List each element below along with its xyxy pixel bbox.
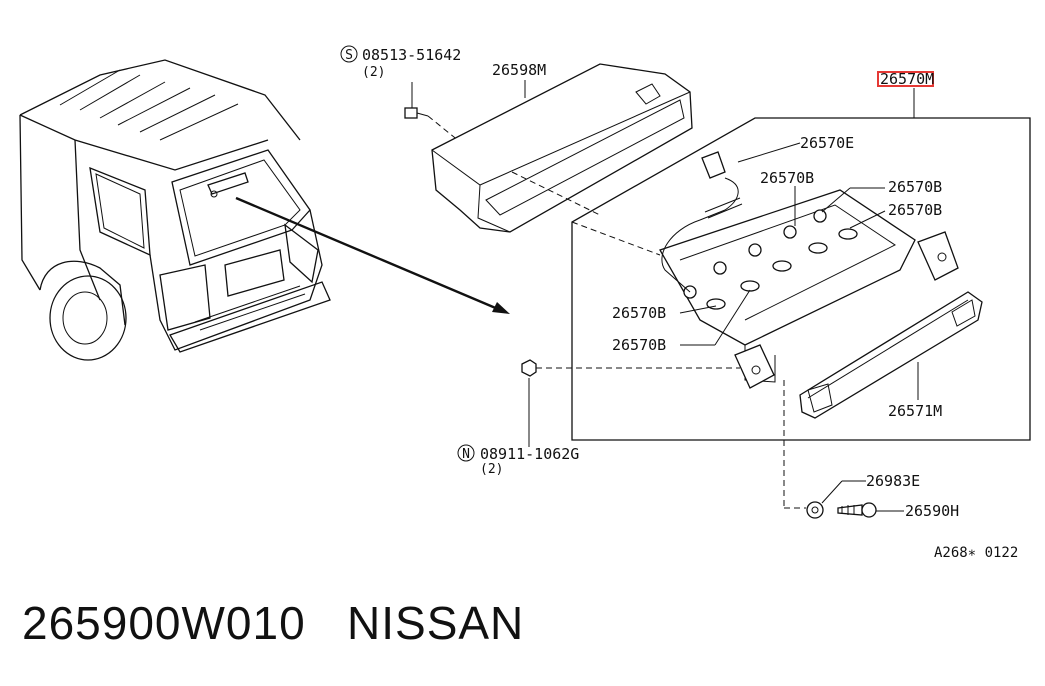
screw-qty-label: (2): [362, 65, 385, 80]
assembly-callout: 26570M: [571, 70, 1031, 441]
lens-label: 26571M: [888, 402, 942, 420]
cover-part: 26598M: [431, 61, 693, 233]
pin-label: 26590H: [905, 502, 959, 520]
bulb-label-right2: 26570B: [888, 201, 942, 219]
cover-label: 26598M: [492, 61, 546, 79]
bulb-label-left1: 26570B: [612, 304, 666, 322]
nut-code-label: 08911-1062G: [480, 445, 579, 463]
locator-arrow: [235, 196, 510, 314]
footer-part-number: 265900W010: [22, 597, 306, 649]
screw-prefix-label: S: [345, 48, 353, 63]
grommet-label: 26983E: [866, 472, 920, 490]
vehicle-rear-illustration: [19, 59, 331, 361]
bulb-callouts: 26570B 26570B 26570B 26570B 26570B: [612, 169, 942, 354]
lens-part: 26571M: [799, 291, 983, 420]
harness-callout: 26570E: [737, 134, 854, 163]
highlight-box: [877, 71, 934, 87]
nut-callout: N 08911-1062G (2): [457, 359, 740, 477]
reference-code: A268∗ 0122: [934, 545, 1019, 561]
nut-qty-label: (2): [480, 462, 503, 477]
harness-label: 26570E: [800, 134, 854, 152]
screw-callout: S 08513-51642 (2): [340, 45, 461, 108]
assembly-label: 26570M: [880, 70, 934, 88]
lamp-housing-part: [571, 151, 959, 389]
footer-brand: NISSAN: [347, 597, 525, 649]
bulb-label-left2: 26570B: [612, 336, 666, 354]
screw-code-label: 08513-51642: [362, 46, 461, 64]
grommet-callout: 26983E: [783, 380, 920, 519]
bulb-label-right1: 26570B: [888, 178, 942, 196]
footer-title: 265900W010 NISSAN: [22, 596, 524, 650]
pin-callout: 26590H: [837, 502, 959, 520]
nut-prefix-label: N: [462, 447, 470, 462]
bulb-label-top: 26570B: [760, 169, 814, 187]
